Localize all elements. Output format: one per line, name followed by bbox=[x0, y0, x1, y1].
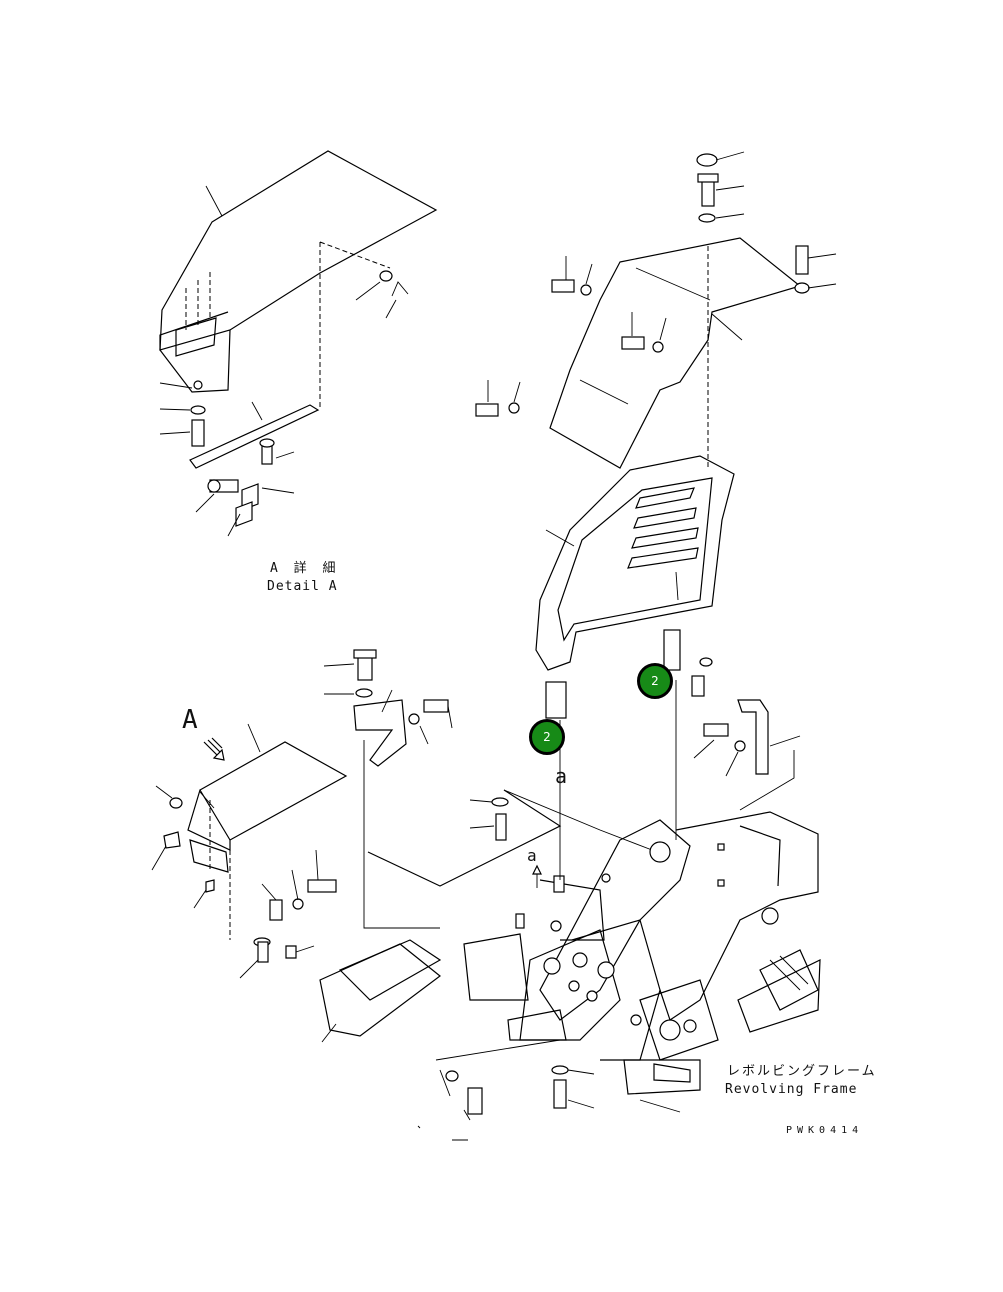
detail-a-title-jp: A 詳 細 bbox=[270, 561, 340, 576]
callout-badge[interactable]: 2 bbox=[637, 663, 673, 699]
callout-number: 2 bbox=[543, 730, 551, 744]
upper-cover-assembly bbox=[475, 151, 837, 719]
frame-label-jp: レボルビングフレーム bbox=[727, 1064, 877, 1079]
detail-a-assembly bbox=[159, 150, 438, 537]
detail-a-title-en: Detail A bbox=[267, 579, 338, 594]
view-a-label: A bbox=[182, 705, 198, 735]
left-cover-assembly bbox=[151, 649, 453, 1043]
frame-label-en: Revolving Frame bbox=[725, 1082, 858, 1097]
revolving-frame bbox=[367, 680, 821, 1141]
callout-badge[interactable]: 2 bbox=[529, 719, 565, 755]
drawing-code: PWK0414 bbox=[786, 1125, 864, 1136]
callout-number: 2 bbox=[651, 674, 659, 688]
view-a-arrow bbox=[203, 737, 225, 761]
view-a-lower-label-2: a bbox=[527, 846, 537, 865]
view-a-lower-label: a bbox=[555, 764, 568, 788]
